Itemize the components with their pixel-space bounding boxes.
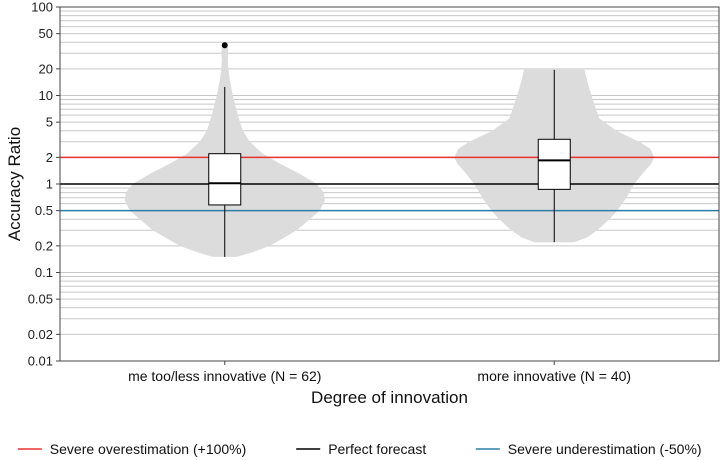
x-axis-title: Degree of innovation [311,388,468,407]
y-tick-label: 20 [39,61,53,76]
y-tick-label: 0.1 [35,265,53,280]
y-tick-label: 100 [31,0,53,15]
y-tick-label: 0.05 [28,292,53,307]
violins [124,42,655,257]
legend-label-0: Severe overestimation (+100%) [50,441,247,457]
y-axis-title: Accuracy Ratio [5,127,24,241]
y-tick-label: 2 [46,150,53,165]
y-tick-label: 0.5 [35,203,53,218]
box [537,138,571,190]
x-tick-label: me too/less innovative (N = 62) [128,368,321,384]
y-tick-label: 0.02 [28,327,53,342]
y-tick-label: 1 [46,177,53,192]
legend-label-2: Severe underestimation (-50%) [508,441,702,457]
legend: Severe overestimation (+100%) Perfect for… [17,441,702,457]
y-tick-label: 5 [46,115,53,130]
y-tick-label: 50 [39,26,53,41]
y-tick-label: 10 [39,88,53,103]
x-tick-label: more innovative (N = 40) [477,368,631,384]
outlier-point [221,42,228,49]
legend-label-1: Perfect forecast [328,441,426,457]
y-tick-label: 0.2 [35,238,53,253]
box [208,153,242,206]
boxplots [208,42,571,257]
x-axis-ticks: me too/less innovative (N = 62) more inno… [128,361,631,384]
y-tick-label: 0.01 [28,354,53,369]
y-axis-ticks: 0.01 0.02 0.05 0.1 0.2 0.5 1 2 5 10 20 50 100 [28,0,60,369]
reference-lines [60,156,719,212]
